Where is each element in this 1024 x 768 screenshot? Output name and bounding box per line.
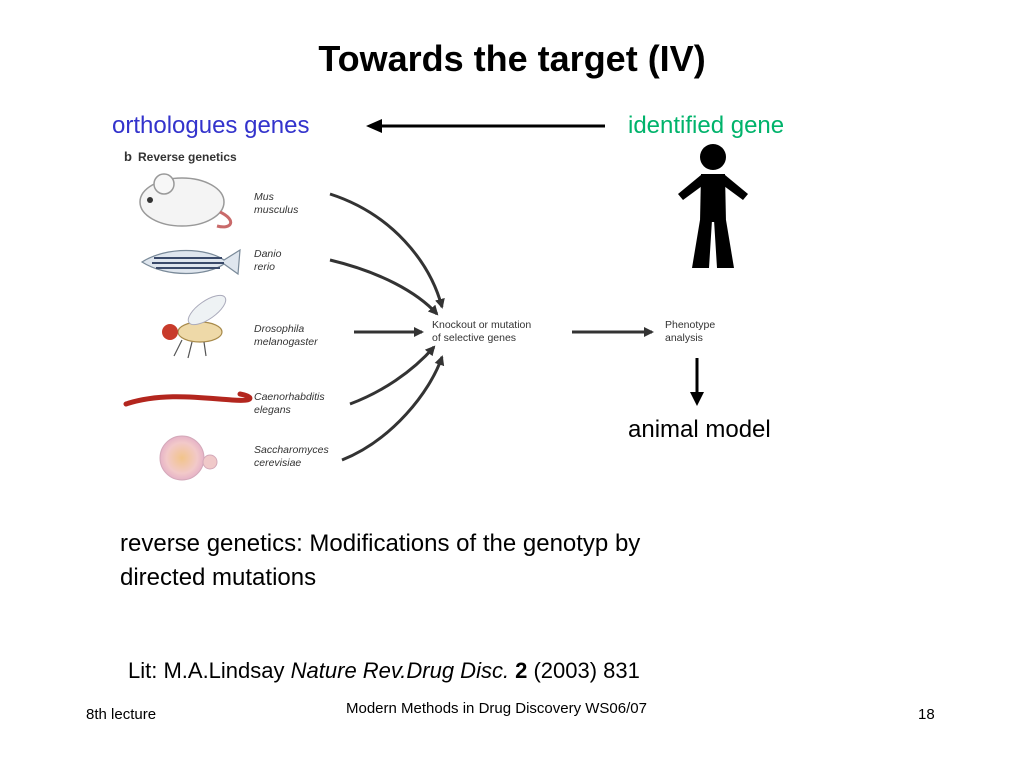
footer-page-number: 18 bbox=[918, 706, 935, 723]
panel-title: Reverse genetics bbox=[138, 150, 237, 164]
organism-label-line1: Danio bbox=[254, 248, 282, 260]
organism-label-line1: Mus bbox=[254, 191, 275, 203]
reverse-genetics-figure: b Reverse genetics Mus musculus Danio re… bbox=[123, 149, 715, 481]
definition-line2: directed mutations bbox=[120, 564, 317, 591]
phenotype-label-line2: analysis bbox=[665, 332, 703, 344]
identified-gene-label: identified gene bbox=[628, 112, 785, 139]
literature-reference: Lit: M.A.Lindsay Nature Rev.Drug Disc.2 … bbox=[128, 658, 640, 684]
organism-label-line1: Drosophila bbox=[254, 323, 304, 335]
knockout-label-line2: of selective genes bbox=[432, 332, 516, 344]
worm-arrow bbox=[349, 345, 436, 406]
zebrafish-arrow bbox=[329, 258, 439, 316]
phenotype-label-line1: Phenotype bbox=[665, 319, 715, 331]
worm-icon bbox=[123, 391, 253, 407]
human-figure-icon bbox=[678, 144, 748, 268]
top-left-arrow bbox=[366, 119, 605, 133]
zebrafish-icon bbox=[140, 248, 241, 276]
organism-label-line1: Caenorhabditis bbox=[254, 391, 325, 403]
lit-journal: Nature Rev.Drug Disc. bbox=[290, 658, 510, 683]
organism-label-line2: melanogaster bbox=[254, 336, 318, 348]
mouse-icon bbox=[139, 173, 232, 229]
lit-volume: 2 bbox=[515, 658, 528, 683]
lit-prefix: Lit: M.A.Lindsay bbox=[128, 658, 291, 683]
footer-course: Modern Methods in Drug Discovery WS06/07 bbox=[346, 700, 647, 717]
organism-label-line2: cerevisiae bbox=[254, 457, 301, 469]
down-arrow bbox=[690, 358, 704, 406]
organism-label-line2: elegans bbox=[254, 404, 292, 416]
slide-title: Towards the target (IV) bbox=[318, 38, 706, 79]
lit-rest: (2003) 831 bbox=[527, 658, 640, 683]
footer-lecture: 8th lecture bbox=[86, 706, 157, 723]
definition-line1: reverse genetics: Modifications of the g… bbox=[120, 530, 641, 557]
animal-model-label: animal model bbox=[628, 416, 771, 443]
panel-letter: b bbox=[124, 149, 132, 164]
organism-label-line2: rerio bbox=[254, 261, 275, 273]
organism-label-line2: musculus bbox=[254, 204, 299, 216]
knockout-label-line1: Knockout or mutation bbox=[432, 319, 531, 331]
fruit-fly-icon bbox=[162, 294, 227, 359]
yeast-icon bbox=[159, 435, 218, 481]
organism-label-line1: Saccharomyces bbox=[254, 444, 329, 456]
mouse-arrow bbox=[329, 192, 445, 309]
yeast-arrow bbox=[341, 355, 445, 462]
orthologues-genes-label: orthologues genes bbox=[112, 112, 310, 139]
reverse-genetics-definition: reverse genetics: Modifications of the g… bbox=[120, 527, 780, 595]
